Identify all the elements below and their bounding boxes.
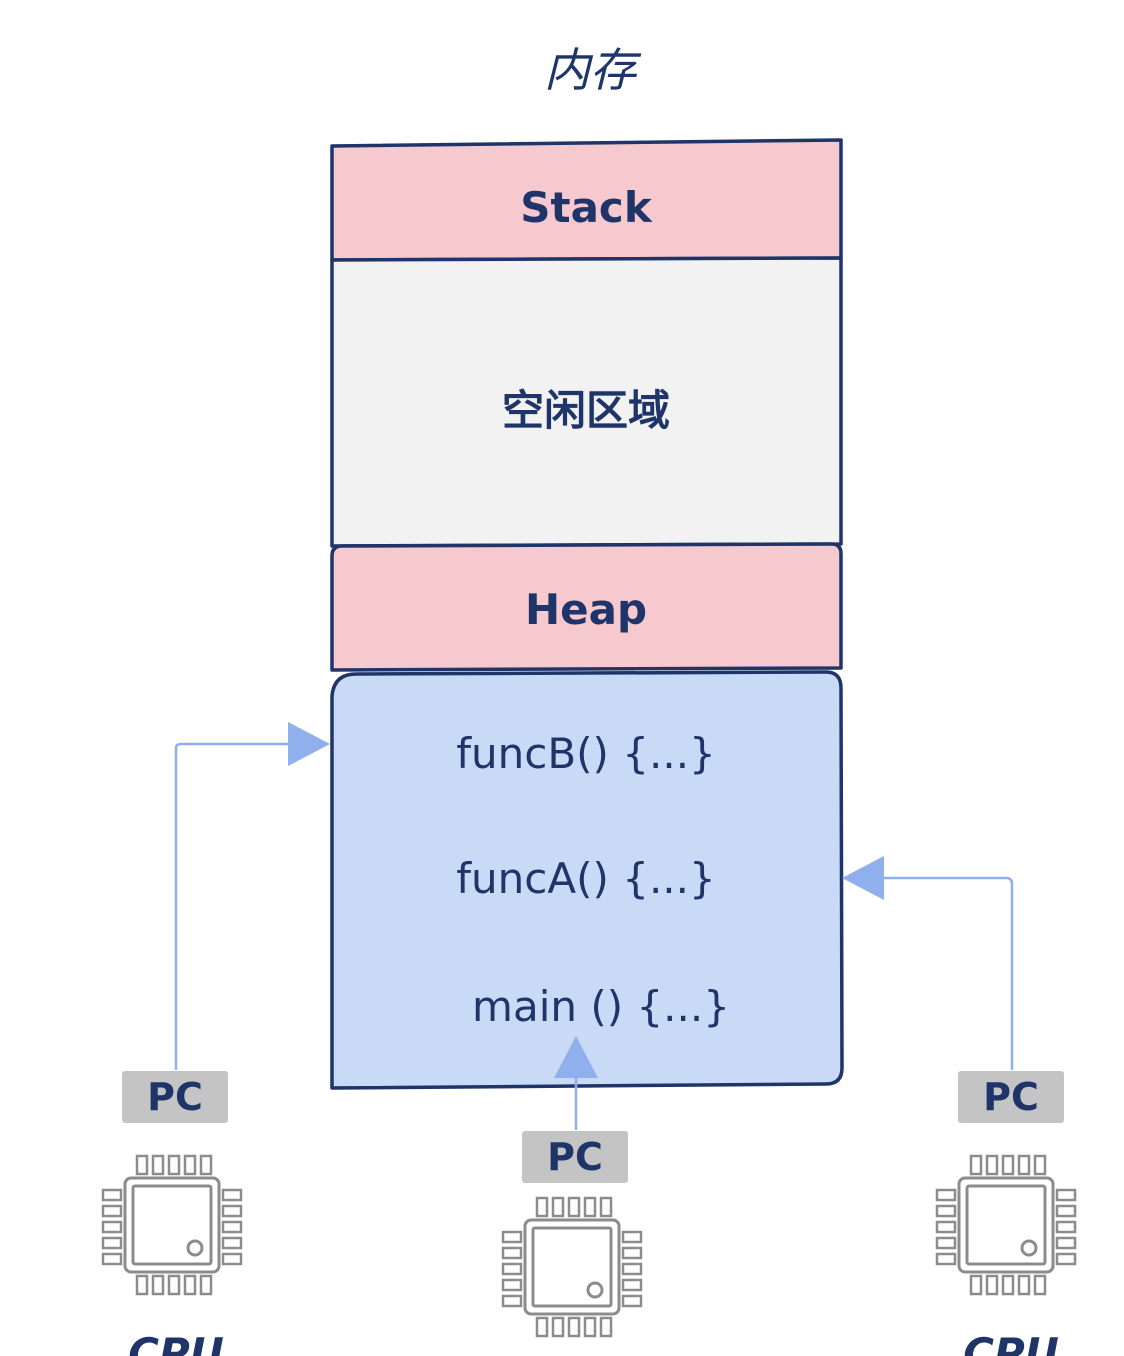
cpu-label-left: CPU: [128, 1329, 224, 1356]
cpu-chip-icon: [501, 1196, 643, 1338]
code-line-funcb: funcB() {...}: [456, 729, 716, 778]
pc-label-middle: PC: [547, 1135, 603, 1179]
connector-middle: [554, 1036, 598, 1130]
code-segment: funcB() {...} funcA() {...} main () {...…: [330, 670, 844, 1090]
pc-badge-right: PC: [958, 1071, 1064, 1123]
stack-segment: Stack: [330, 138, 843, 262]
heap-label: Heap: [525, 585, 647, 634]
free-segment: 空闲区域: [330, 256, 843, 548]
free-area-label: 空闲区域: [502, 386, 670, 435]
arrow-head-right: [842, 856, 884, 900]
connector-right: [842, 856, 1014, 1070]
pc-badge-middle: PC: [522, 1131, 628, 1183]
connector-left: [174, 722, 330, 1070]
pc-label-right: PC: [983, 1075, 1039, 1119]
stack-label: Stack: [520, 183, 653, 232]
cpu-chip-icon: [101, 1154, 243, 1296]
cpu-chip-icon: [935, 1154, 1077, 1296]
code-line-main: main () {...}: [472, 982, 730, 1031]
cpu-label-right: CPU: [963, 1329, 1059, 1356]
arrow-head-middle: [554, 1036, 598, 1078]
code-line-funca: funcA() {...}: [456, 854, 715, 903]
diagram-title: 内存: [544, 43, 642, 97]
heap-segment: Heap: [330, 542, 843, 672]
arrow-head-left: [288, 722, 330, 766]
pc-badge-left: PC: [122, 1071, 228, 1123]
pc-label-left: PC: [147, 1075, 203, 1119]
